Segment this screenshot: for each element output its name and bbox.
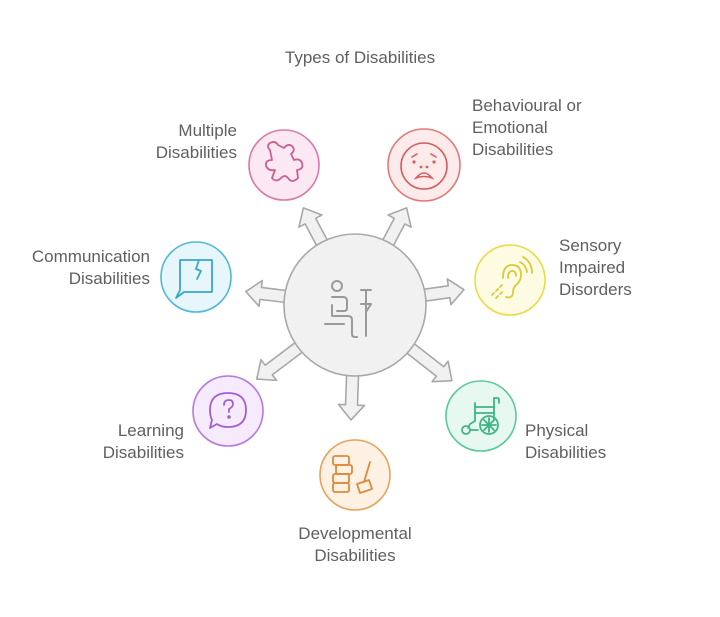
label-line: Behavioural or [472,96,582,115]
label-line: Disabilities [314,546,396,565]
label-learning-disabilities: Learning Disabilities [60,420,184,464]
label-line: Communication [31,247,150,266]
label-line: Physical [525,421,589,440]
question-speech-bubble-icon [209,392,247,429]
node-communication-disabilities[interactable] [160,241,232,313]
label-physical-disabilities: Physical Disabilities [525,420,606,464]
anxious-face-icon [400,142,448,190]
label-behavioural-emotional-disabilities: Behavioural or Emotional Disabilities [472,95,582,161]
blocks-and-hammer-icon [332,455,373,494]
label-line: Disabilities [68,269,150,288]
hearing-ear-icon [491,256,533,299]
puzzle-piece-icon [264,140,304,182]
label-multiple-disabilities: Multiple Disabilities [120,120,237,164]
label-line: Sensory [559,236,622,255]
label-line: Disorders [559,280,632,299]
label-communication-disabilities: Communication Disabilities [0,246,150,290]
label-sensory-impaired-disorders: Sensory Impaired Disorders [559,235,632,301]
label-line: Learning [117,421,184,440]
label-line: Disabilities [155,143,237,162]
center-hub [283,233,427,377]
node-physical-disabilities[interactable] [445,380,517,452]
node-developmental-disabilities[interactable] [319,439,391,511]
label-developmental-disabilities: Developmental Disabilities [255,523,455,567]
label-line: Disabilities [472,140,554,159]
node-sensory-impaired-disorders[interactable] [474,244,546,316]
label-line: Disabilities [102,443,184,462]
person-with-crutch-icon [324,280,372,338]
label-line: Emotional [472,118,548,137]
node-learning-disabilities[interactable] [192,375,264,447]
wheelchair-icon [461,397,500,435]
node-behavioural-emotional-disabilities[interactable] [387,128,461,202]
node-multiple-disabilities[interactable] [248,129,320,201]
label-line: Developmental [298,524,412,543]
label-line: Disabilities [525,443,607,462]
label-line: Multiple [178,121,237,140]
label-line: Impaired [559,258,626,277]
broken-speech-bubble-icon [175,259,213,299]
diagram-title: Types of Disabilities [284,48,436,67]
